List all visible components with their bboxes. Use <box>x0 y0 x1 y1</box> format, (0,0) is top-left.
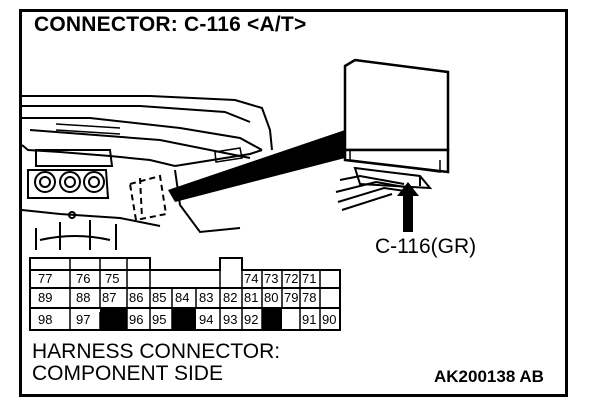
pin-75: 75 <box>105 271 119 286</box>
pin-87: 87 <box>102 290 116 305</box>
dashboard-vents <box>55 123 243 163</box>
pin-86: 86 <box>129 290 143 305</box>
figure-code: AK200138 AB <box>434 367 544 386</box>
pin-92: 92 <box>244 312 258 327</box>
ecu-module-icon <box>343 58 450 174</box>
pin-85: 85 <box>152 290 166 305</box>
pin-89: 89 <box>38 290 52 305</box>
diagram-title: CONNECTOR: C-116 <A/T> <box>34 13 307 36</box>
pin-83: 83 <box>199 290 213 305</box>
pin-73: 73 <box>264 271 278 286</box>
pin-80: 80 <box>264 290 278 305</box>
diagram-frame <box>19 9 568 397</box>
pin-91: 91 <box>302 312 316 327</box>
pin-94: 94 <box>199 312 213 327</box>
pin-95: 95 <box>152 312 166 327</box>
pin-72: 72 <box>284 271 298 286</box>
dashboard-dials <box>34 171 105 219</box>
pin-78: 78 <box>302 290 316 305</box>
pin-84: 84 <box>175 290 189 305</box>
ecu-location-outline <box>128 174 168 222</box>
pin-96: 96 <box>129 312 143 327</box>
pin-74: 74 <box>244 271 258 286</box>
pin-76: 76 <box>76 271 90 286</box>
harness-connector-label: HARNESS CONNECTOR: <box>32 340 281 363</box>
pointer-arrow-icon <box>397 182 419 232</box>
pin-93: 93 <box>223 312 237 327</box>
pin-90: 90 <box>322 312 336 327</box>
pin-77: 77 <box>38 271 52 286</box>
pin-81: 81 <box>244 290 258 305</box>
pin-98: 98 <box>38 312 52 327</box>
pin-dividers <box>69 258 321 330</box>
pin-88: 88 <box>76 290 90 305</box>
pin-71: 71 <box>302 271 316 286</box>
leader-wedge <box>168 130 345 202</box>
blocked-pin-cavities <box>100 308 282 330</box>
pin-97: 97 <box>76 312 90 327</box>
connector-callout-label: C-116(GR) <box>375 235 477 258</box>
harness-connector-icon <box>335 166 433 211</box>
pin-79: 79 <box>284 290 298 305</box>
pin-82: 82 <box>223 290 237 305</box>
component-side-label: COMPONENT SIDE <box>32 362 223 385</box>
